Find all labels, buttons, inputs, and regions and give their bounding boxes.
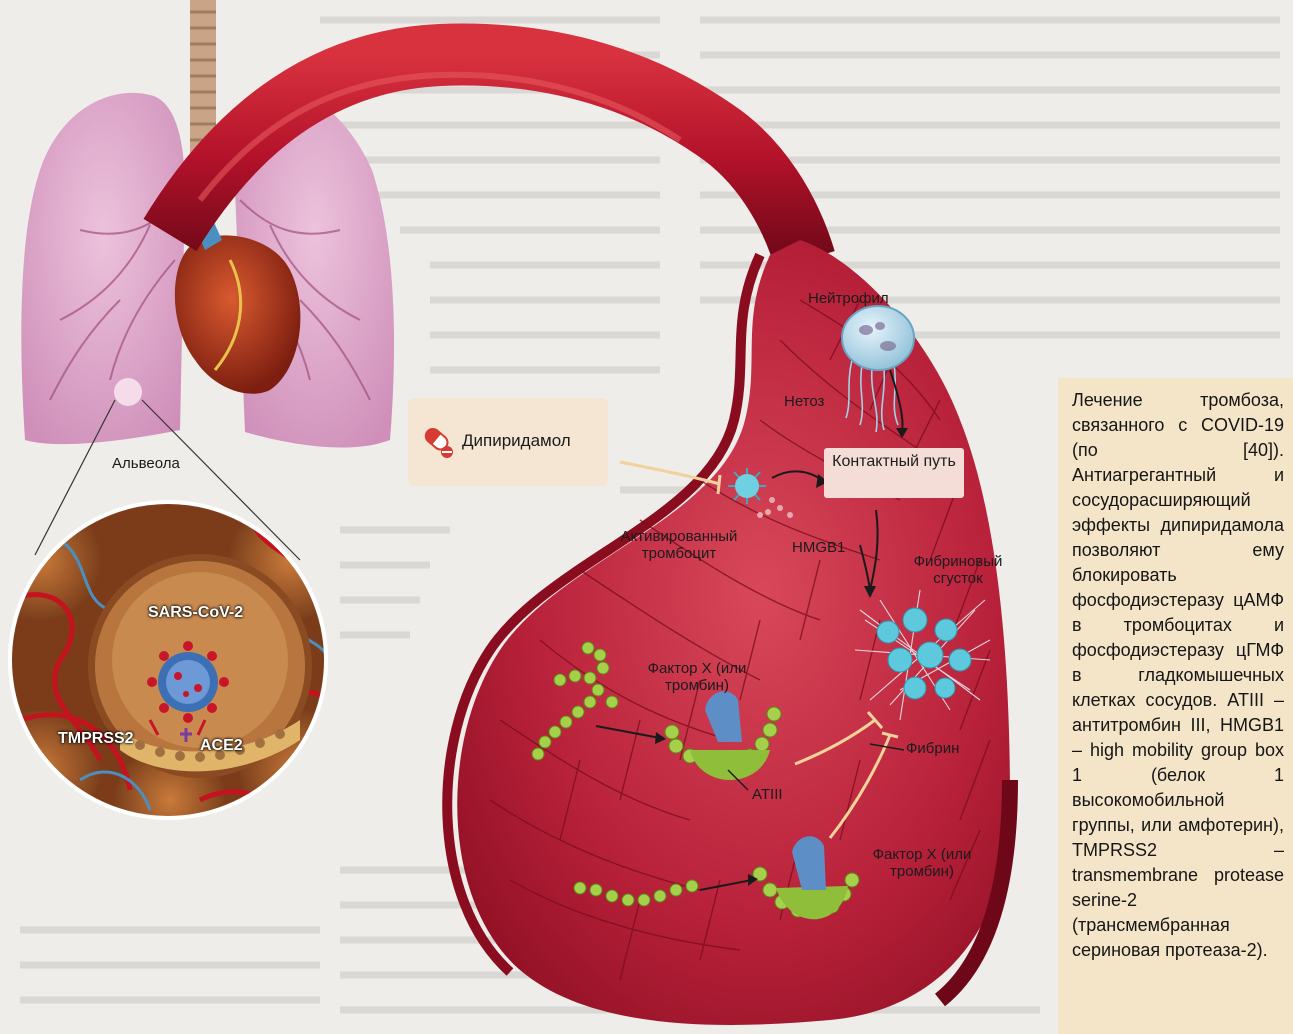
- neutrophil-label: Нейтрофил: [808, 290, 889, 307]
- contact-pathway-box: Контактный путь: [824, 448, 964, 498]
- dipyridamole-box: Дипиридамол: [408, 398, 608, 486]
- fibrin-clot-label: Фибриновый сгусток: [896, 553, 1020, 587]
- tmprss2-label: TMPRSS2: [58, 730, 134, 747]
- atiii-label: ATIII: [752, 786, 783, 803]
- fibrin-label: Фибрин: [906, 740, 959, 757]
- hmgb1-label: HMGB1: [792, 539, 845, 556]
- caption-text: Лечение тромбоза, связанного с COVID-19 …: [1072, 388, 1284, 963]
- factor-x-lower-label: Фактор X (или тромбин): [852, 846, 992, 880]
- netosis-label: Нетоз: [784, 393, 824, 410]
- alveola-label: Альвеола: [112, 455, 180, 472]
- vessel-tissue: [447, 240, 1010, 1025]
- sars-cov-2-label: SARS-CoV-2: [148, 604, 243, 621]
- alveola-marker: [114, 378, 142, 406]
- ace2-label: ACE2: [200, 737, 243, 754]
- dipyridamole-label: Дипиридамол: [462, 432, 571, 449]
- factor-x-upper-label: Фактор X (или тромбин): [628, 660, 766, 694]
- activated-platelet-label: Активированный тромбоцит: [604, 528, 754, 562]
- pill-icon: [416, 420, 456, 460]
